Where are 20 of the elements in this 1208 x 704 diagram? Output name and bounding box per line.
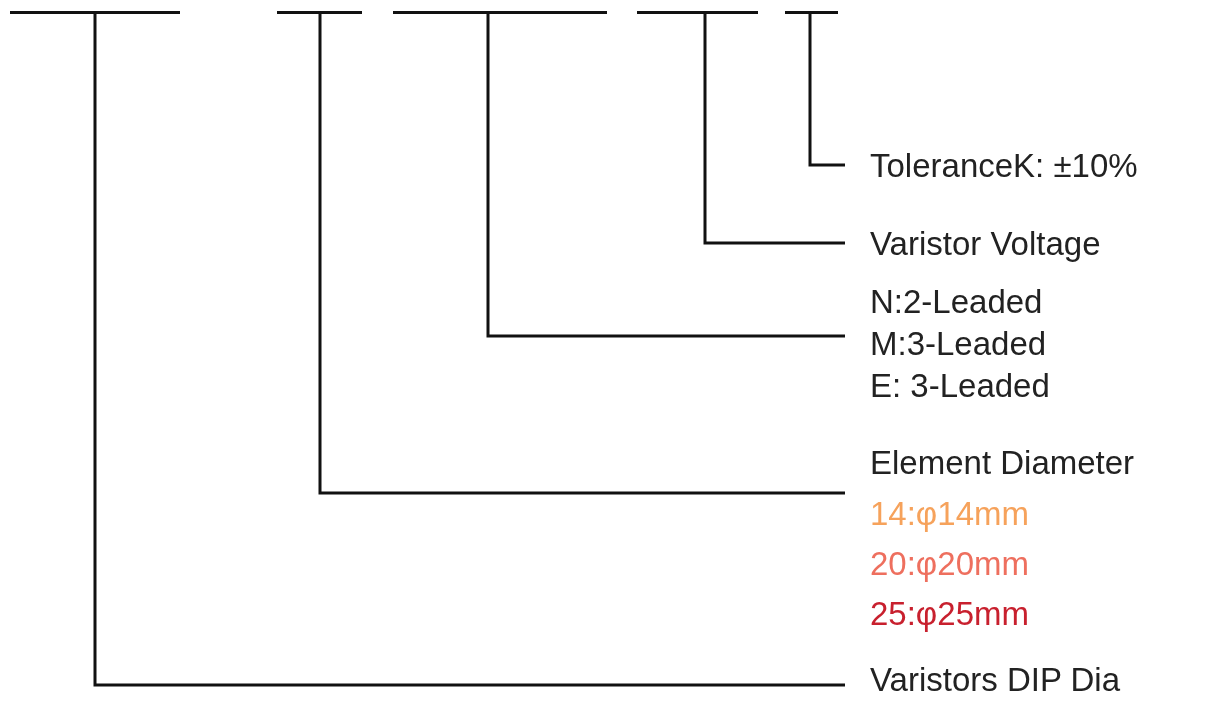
leader-line [318,14,845,495]
description-text: Element Diameter [870,443,1135,483]
code-slot-bar [785,11,838,14]
description-text: M:3-Leaded [870,324,1047,364]
leader-line [93,14,845,687]
description-text: E: 3-Leaded [870,366,1050,406]
description-text: Varistor Voltage [870,224,1101,264]
description-text: Varistors DIP Dia [870,660,1120,700]
description-text: ToleranceK: ±10% [870,146,1138,186]
description-text: 25:φ25mm [870,594,1029,634]
code-slot-bar [10,11,180,14]
description-text: N:2-Leaded [870,282,1043,322]
leader-line [808,14,845,167]
leader-line [486,14,845,338]
code-slot-bar [277,11,362,14]
code-slot-bar [393,11,607,14]
description-text: 14:φ14mm [870,494,1029,534]
leader-line [703,14,845,245]
description-text: 20:φ20mm [870,544,1029,584]
code-slot-bar [637,11,758,14]
